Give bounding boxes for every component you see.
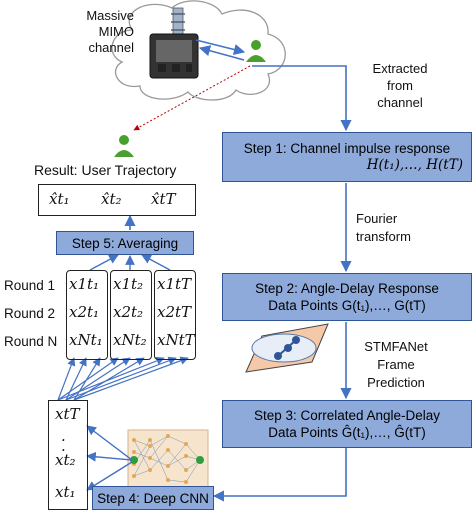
- user-icon-result: [114, 135, 134, 157]
- channel-title-line1: Massive: [86, 8, 134, 23]
- stmfanet-line3: Prediction: [367, 375, 425, 390]
- stmfanet-label: STMFANet Frame Prediction: [356, 338, 436, 392]
- result-item-3: x̂tT: [151, 190, 176, 208]
- round-column-2: x1t₂ x2t₂ xNt₂: [110, 270, 152, 360]
- result-item-1: x̂t₁: [49, 190, 70, 208]
- step5-title: Step 5: Averaging: [71, 235, 179, 251]
- extracted-line1: Extracted: [372, 61, 428, 76]
- round-cell-3-1: x1tT: [157, 275, 192, 293]
- round-label-1: Round 1: [4, 278, 56, 293]
- input-item-bottom: xt₁: [55, 483, 76, 501]
- round-cell-1-3: xNt₁: [69, 331, 103, 349]
- round-label-2: Round 2: [4, 306, 56, 321]
- step1-box: Step 1: Channel impulse response H(t₁),……: [222, 132, 472, 182]
- cnn-network-image: [127, 429, 209, 493]
- user-icon-cloud: [246, 40, 266, 62]
- channel-title: Massive MIMO channel: [70, 8, 134, 56]
- stmfanet-line2: Frame: [377, 357, 415, 372]
- round-cell-1-1: x1t₁: [69, 275, 100, 293]
- step2-line2: Data Points G(t₁),…, G(tT): [268, 298, 426, 313]
- round-column-1: x1t₁ x2t₁ xNt₁: [66, 270, 108, 360]
- step4-box: Step 4: Deep CNN: [92, 486, 214, 510]
- measurement-equipment-icon: [149, 33, 199, 79]
- input-item-top: xtT: [55, 405, 80, 423]
- step1-title: Step 1: Channel impulse response: [243, 141, 451, 156]
- channel-title-line3: channel: [88, 40, 134, 55]
- step3-line2: Data Points Ĝ(t₁),…, Ĝ(tT): [268, 425, 426, 440]
- extracted-label: Extracted from channel: [360, 60, 440, 111]
- round-column-3: x1tT x2tT xNtT: [154, 270, 196, 360]
- fourier-line2: transform: [356, 229, 411, 244]
- step1-formula: H(t₁),…, H(tT): [366, 157, 463, 173]
- input-dot-1: .: [61, 427, 66, 445]
- round-cell-1-2: x2t₁: [69, 303, 100, 321]
- round-cell-3-3: xNtT: [157, 331, 195, 349]
- round-cell-2-3: xNt₂: [113, 331, 147, 349]
- step5-box: Step 5: Averaging: [56, 231, 194, 255]
- result-title: Result: User Trajectory: [34, 162, 177, 178]
- round-cell-3-2: x2tT: [157, 303, 192, 321]
- round-cell-2-1: x1t₂: [113, 275, 144, 293]
- step4-title: Step 4: Deep CNN: [97, 490, 209, 506]
- input-item-mid: xt₂: [55, 451, 76, 469]
- round-label-n: Round N: [4, 334, 58, 349]
- fourier-label: Fourier transform: [356, 210, 411, 246]
- stmfanet-line1: STMFANet: [364, 339, 428, 354]
- fourier-line1: Fourier: [356, 211, 398, 226]
- channel-title-line2: MIMO: [98, 24, 134, 39]
- step2-title: Step 2: Angle-Delay Response: [255, 281, 439, 296]
- input-dot-2: .: [61, 437, 66, 455]
- input-sequence-box: xtT . . xt₂ xt₁: [48, 400, 88, 510]
- step3-box: Step 3: Correlated Angle-Delay Data Poin…: [222, 400, 472, 448]
- result-box: x̂t₁ x̂t₂ x̂tT: [38, 184, 196, 216]
- channel-cloud: [111, 0, 286, 101]
- extracted-line2: from: [387, 78, 413, 93]
- extracted-line3: channel: [377, 95, 423, 110]
- round-cell-2-2: x2t₂: [113, 303, 144, 321]
- step3-title: Step 3: Correlated Angle-Delay: [253, 408, 441, 423]
- step2-box: Step 2: Angle-Delay Response Data Points…: [222, 273, 472, 321]
- angle-delay-thumbnail: [245, 323, 329, 373]
- result-item-2: x̂t₂: [101, 190, 122, 208]
